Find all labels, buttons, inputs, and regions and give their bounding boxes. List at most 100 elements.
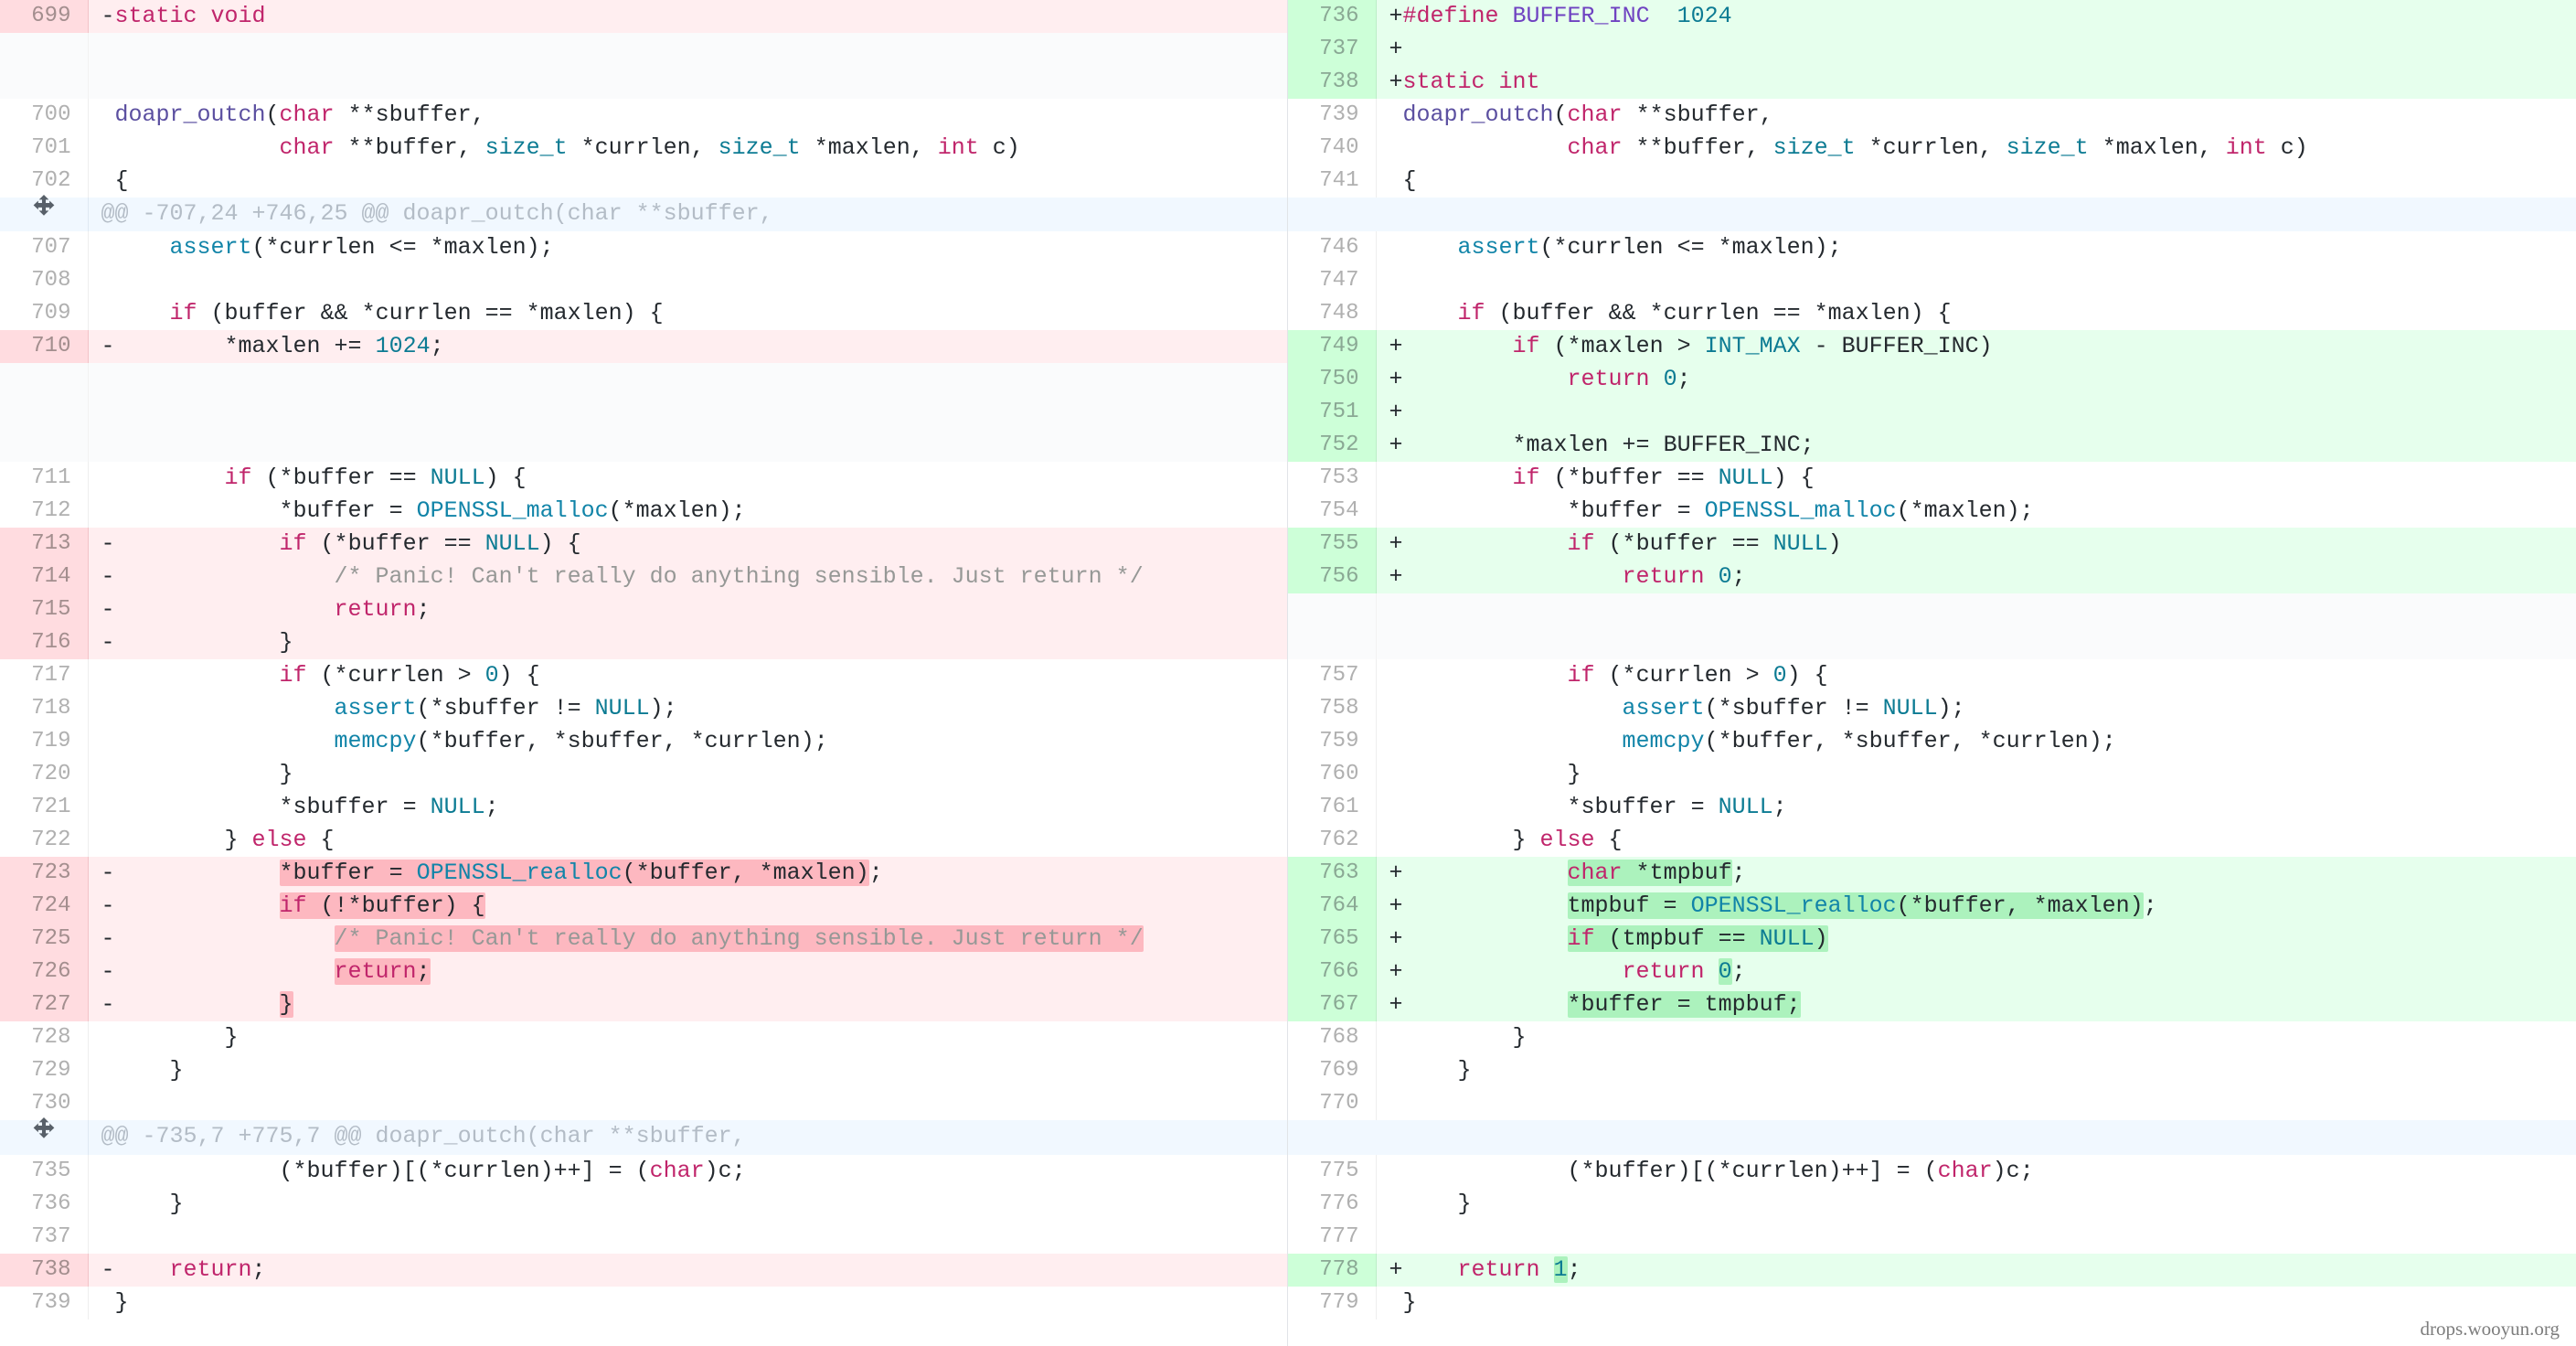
code-cell-old[interactable]: if (buffer && *currlen == *maxlen) { [88, 297, 1288, 331]
line-number-new[interactable]: 756 [1288, 561, 1377, 594]
line-number-new[interactable]: 757 [1288, 659, 1377, 693]
line-number-new[interactable]: 779 [1288, 1286, 1377, 1319]
line-number-old[interactable]: 737 [0, 1220, 89, 1254]
code-cell-new[interactable] [1376, 626, 2576, 660]
code-cell-new[interactable] [1376, 264, 2576, 298]
line-number-old[interactable] [0, 66, 89, 99]
code-cell-new[interactable]: + *maxlen += BUFFER_INC; [1376, 429, 2576, 463]
code-cell-new[interactable]: + [1376, 396, 2576, 430]
code-cell-old[interactable]: } [88, 1187, 1288, 1221]
line-number-old[interactable]: 713 [0, 528, 89, 561]
code-cell-old[interactable]: memcpy(*buffer, *sbuffer, *currlen); [88, 725, 1288, 759]
code-cell-old[interactable]: - } [88, 988, 1288, 1022]
code-cell-new[interactable]: } [1376, 1021, 2576, 1055]
expand-hunk-button[interactable] [0, 1117, 89, 1155]
line-number-new[interactable]: 741 [1288, 165, 1377, 198]
line-number-old[interactable] [0, 396, 89, 430]
line-number-new[interactable]: 763 [1288, 857, 1377, 891]
line-number-old[interactable]: 699 [0, 0, 89, 33]
line-number-new[interactable]: 754 [1288, 495, 1377, 529]
line-number-new[interactable]: 749 [1288, 330, 1377, 364]
line-number-old[interactable]: 722 [0, 824, 89, 858]
code-cell-new[interactable]: char **buffer, size_t *currlen, size_t *… [1376, 132, 2576, 165]
line-number-old[interactable]: 715 [0, 593, 89, 627]
line-number-old[interactable]: 724 [0, 890, 89, 924]
line-number-new[interactable]: 769 [1288, 1054, 1377, 1088]
code-cell-new[interactable]: + return 0; [1376, 363, 2576, 397]
line-number-old[interactable]: 701 [0, 132, 89, 165]
code-cell-new[interactable]: + if (*buffer == NULL) [1376, 528, 2576, 561]
code-cell-new[interactable]: } else { [1376, 824, 2576, 858]
code-cell-old[interactable]: - return; [88, 593, 1288, 627]
code-cell-new[interactable]: { [1376, 165, 2576, 198]
code-cell-old[interactable] [88, 396, 1288, 430]
line-number-new[interactable]: 766 [1288, 956, 1377, 989]
code-cell-new[interactable]: + *buffer = tmpbuf; [1376, 988, 2576, 1022]
code-cell-old[interactable]: char **buffer, size_t *currlen, size_t *… [88, 132, 1288, 165]
line-number-new[interactable]: 753 [1288, 462, 1377, 496]
expand-hunk-button[interactable] [0, 195, 89, 232]
code-cell-old[interactable]: - return; [88, 956, 1288, 989]
code-cell-old[interactable] [88, 264, 1288, 298]
line-number-old[interactable]: 736 [0, 1187, 89, 1221]
code-cell-old[interactable] [88, 1220, 1288, 1254]
code-cell-old[interactable]: - if (!*buffer) { [88, 890, 1288, 924]
code-cell-new[interactable]: + tmpbuf = OPENSSL_realloc(*buffer, *max… [1376, 890, 2576, 924]
code-cell-old[interactable]: } [88, 1054, 1288, 1088]
code-cell-old[interactable]: - /* Panic! Can't really do anything sen… [88, 561, 1288, 594]
code-cell-new[interactable]: if (buffer && *currlen == *maxlen) { [1376, 297, 2576, 331]
line-number-new[interactable]: 746 [1288, 231, 1377, 265]
line-number-new[interactable] [1288, 626, 1377, 660]
line-number-new[interactable]: 750 [1288, 363, 1377, 397]
code-cell-new[interactable]: if (*currlen > 0) { [1376, 659, 2576, 693]
line-number-old[interactable]: 719 [0, 725, 89, 759]
line-number-old[interactable]: 718 [0, 692, 89, 726]
code-cell-new[interactable] [1376, 593, 2576, 627]
line-number-old[interactable]: 712 [0, 495, 89, 529]
line-number-new[interactable]: 762 [1288, 824, 1377, 858]
line-number-new[interactable]: 747 [1288, 264, 1377, 298]
line-number-old[interactable]: 710 [0, 330, 89, 364]
line-number-old[interactable]: 726 [0, 956, 89, 989]
code-cell-old[interactable]: } [88, 1286, 1288, 1319]
code-cell-new[interactable]: *sbuffer = NULL; [1376, 791, 2576, 825]
line-number-new[interactable]: 758 [1288, 692, 1377, 726]
line-number-old[interactable]: 708 [0, 264, 89, 298]
line-number-old[interactable]: 709 [0, 297, 89, 331]
code-cell-old[interactable] [88, 363, 1288, 397]
line-number-new[interactable]: 777 [1288, 1220, 1377, 1254]
code-cell-old[interactable]: - /* Panic! Can't really do anything sen… [88, 923, 1288, 956]
line-number-new[interactable]: 755 [1288, 528, 1377, 561]
code-cell-new[interactable]: } [1376, 758, 2576, 792]
code-cell-new[interactable]: + char *tmpbuf; [1376, 857, 2576, 891]
line-number-new[interactable]: 768 [1288, 1021, 1377, 1055]
code-cell-new[interactable]: } [1376, 1054, 2576, 1088]
code-cell-old[interactable]: } [88, 1021, 1288, 1055]
line-number-new[interactable]: 759 [1288, 725, 1377, 759]
line-number-new[interactable]: 775 [1288, 1154, 1377, 1188]
code-cell-old[interactable] [88, 1087, 1288, 1121]
code-cell-new[interactable]: assert(*sbuffer != NULL); [1376, 692, 2576, 726]
line-number-new[interactable]: 740 [1288, 132, 1377, 165]
line-number-old[interactable] [0, 429, 89, 463]
code-cell-new[interactable]: (*buffer)[(*currlen)++] = (char)c; [1376, 1154, 2576, 1188]
line-number-new[interactable]: 761 [1288, 791, 1377, 825]
code-cell-old[interactable]: } [88, 758, 1288, 792]
line-number-old[interactable]: 729 [0, 1054, 89, 1088]
line-number-new[interactable]: 776 [1288, 1187, 1377, 1221]
code-cell-old[interactable]: assert(*sbuffer != NULL); [88, 692, 1288, 726]
code-cell-old[interactable]: (*buffer)[(*currlen)++] = (char)c; [88, 1154, 1288, 1188]
code-cell-new[interactable] [1376, 1087, 2576, 1121]
line-number-old[interactable]: 707 [0, 231, 89, 265]
code-cell-new[interactable] [1376, 1220, 2576, 1254]
line-number-old[interactable]: 714 [0, 561, 89, 594]
code-cell-new[interactable]: memcpy(*buffer, *sbuffer, *currlen); [1376, 725, 2576, 759]
code-cell-old[interactable]: - *buffer = OPENSSL_realloc(*buffer, *ma… [88, 857, 1288, 891]
line-number-new[interactable]: 765 [1288, 923, 1377, 956]
code-cell-old[interactable]: { [88, 165, 1288, 198]
line-number-old[interactable]: 727 [0, 988, 89, 1022]
code-cell-old[interactable] [88, 33, 1288, 66]
line-number-old[interactable]: 738 [0, 1253, 89, 1287]
line-number-old[interactable]: 730 [0, 1087, 89, 1121]
line-number-new[interactable]: 752 [1288, 429, 1377, 463]
